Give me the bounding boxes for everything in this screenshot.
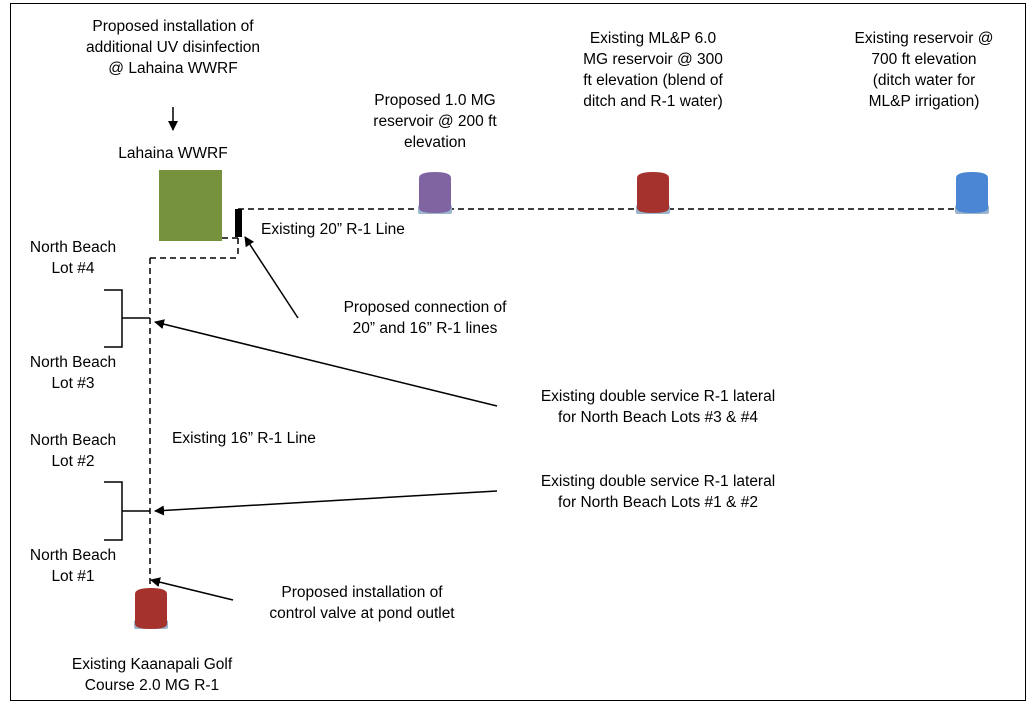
arrow-connection [244,236,299,319]
label-connection: Proposed connection of 20” and 16” R-1 l… [343,299,507,337]
label-uv-disinfection: Proposed installation of additional UV d… [85,18,261,77]
label-control-valve: Proposed installation of control valve a… [269,584,455,622]
label-lateral-3-4: Existing double service R-1 lateral for … [540,388,776,426]
reservoir-700-tank [955,172,989,214]
diagram-frame [10,3,1026,701]
label-golf-reservoir: Existing Kaanapali Golf Course 2.0 MG R-… [71,656,233,694]
label-line-20: Existing 20” R-1 Line [261,221,405,238]
connection-marker [235,209,242,237]
mlp-reservoir-tank [636,172,670,214]
bracket-lots-1-2 [104,481,150,541]
lahaina-wwrf-block [159,170,222,241]
label-line-16: Existing 16” R-1 Line [172,430,316,447]
arrow-control-valve [150,577,234,601]
label-lateral-1-2: Existing double service R-1 lateral for … [540,473,776,511]
label-lahaina-wwrf: Lahaina WWRF [118,145,228,162]
label-reservoir-700: Existing reservoir @ 700 ft elevation (d… [854,30,994,110]
arrow-lateral-3-4 [154,319,498,407]
golf-reservoir-tank [134,588,168,629]
bracket-lots-3-4 [104,289,150,348]
label-lot-1: North Beach Lot #1 [29,547,117,585]
label-lot-2: North Beach Lot #2 [29,432,117,470]
arrow-lateral-1-2 [154,490,498,516]
proposed-reservoir-tank [418,172,452,214]
label-mlp-reservoir: Existing ML&P 6.0 MG reservoir @ 300 ft … [583,30,723,110]
label-lot-3: North Beach Lot #3 [29,354,117,392]
label-proposed-reservoir: Proposed 1.0 MG reservoir @ 200 ft eleva… [373,92,497,151]
label-lot-4: North Beach Lot #4 [29,239,117,277]
